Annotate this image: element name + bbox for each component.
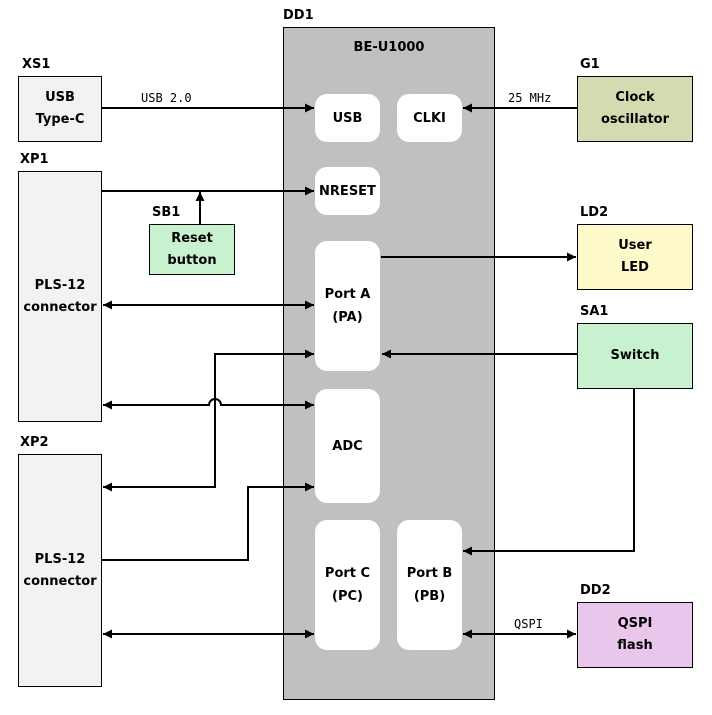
xp2-line1: PLS-12	[34, 551, 86, 567]
portb-block: Port B (PB)	[397, 520, 462, 650]
sb1-line1: Reset	[171, 230, 213, 246]
ld2-line1: User	[618, 238, 652, 253]
switch-portb-connection	[463, 389, 635, 556]
g1-line2: oscillator	[600, 112, 670, 127]
portc-sublabel: (PC)	[332, 589, 363, 604]
porta-label: Port A	[324, 287, 371, 302]
sa1-line1: Switch	[610, 348, 660, 363]
xp2-connector-box: PLS-12 connector	[18, 454, 102, 687]
dd2-qspi-flash-box: QSPI flash	[577, 602, 693, 668]
xs1-line1: USB	[45, 90, 75, 105]
xp2-ref: XP2	[20, 435, 49, 450]
xs1-ref: XS1	[22, 57, 51, 72]
xp2-porta-connection	[103, 349, 314, 492]
xp1-line2: connector	[23, 299, 97, 315]
xp2-line2: connector	[23, 573, 97, 589]
clki-block-label: CLKI	[413, 110, 446, 126]
g1-line1: Clock	[615, 90, 655, 105]
adc-label: ADC	[332, 438, 363, 454]
dd2-line2: flash	[617, 638, 653, 653]
sa1-ref: SA1	[580, 304, 609, 319]
xp1-adc-connection	[103, 398, 314, 410]
xp1-ref: XP1	[20, 152, 49, 167]
mcu-ref: DD1	[283, 8, 314, 23]
clki-block: CLKI	[397, 94, 462, 142]
portb-sublabel: (PB)	[413, 589, 446, 604]
dd2-ref: DD2	[580, 583, 611, 598]
nreset-block: NRESET	[315, 167, 380, 215]
mcu-name: BE-U1000	[353, 40, 425, 55]
usb-block: USB	[315, 94, 380, 142]
sa1-switch-box: Switch	[577, 323, 693, 389]
sb1-line2: button	[167, 252, 217, 268]
xp1-connector-box: PLS-12 connector	[18, 171, 102, 422]
portc-block: Port C (PC)	[315, 520, 380, 650]
ld2-line2: LED	[621, 260, 649, 275]
usb-signal-label: USB 2.0	[141, 91, 192, 105]
xs1-usb-typec-box: USB Type-C	[18, 76, 102, 142]
sb1-reset-button-box: Reset button	[149, 224, 235, 275]
xs1-line2: Type-C	[35, 112, 85, 127]
usb-block-label: USB	[332, 110, 363, 126]
portc-label: Port C	[324, 566, 371, 581]
nreset-block-label: NRESET	[319, 183, 376, 199]
xp1-line1: PLS-12	[34, 277, 86, 293]
g1-clock-oscillator-box: Clock oscillator	[577, 76, 693, 142]
portb-label: Port B	[406, 566, 453, 581]
porta-sublabel: (PA)	[332, 310, 363, 325]
ld2-ref: LD2	[580, 205, 609, 220]
qspi-signal-label: QSPI	[514, 617, 543, 631]
dd2-line1: QSPI	[617, 616, 653, 631]
g1-ref: G1	[580, 57, 600, 72]
sb1-ref: SB1	[152, 205, 181, 220]
ld2-user-led-box: User LED	[577, 224, 693, 290]
clock-signal-label: 25 MHz	[508, 91, 552, 105]
adc-block: ADC	[315, 389, 380, 503]
porta-block: Port A (PA)	[315, 241, 380, 371]
xp2-adc-connection	[102, 482, 314, 561]
